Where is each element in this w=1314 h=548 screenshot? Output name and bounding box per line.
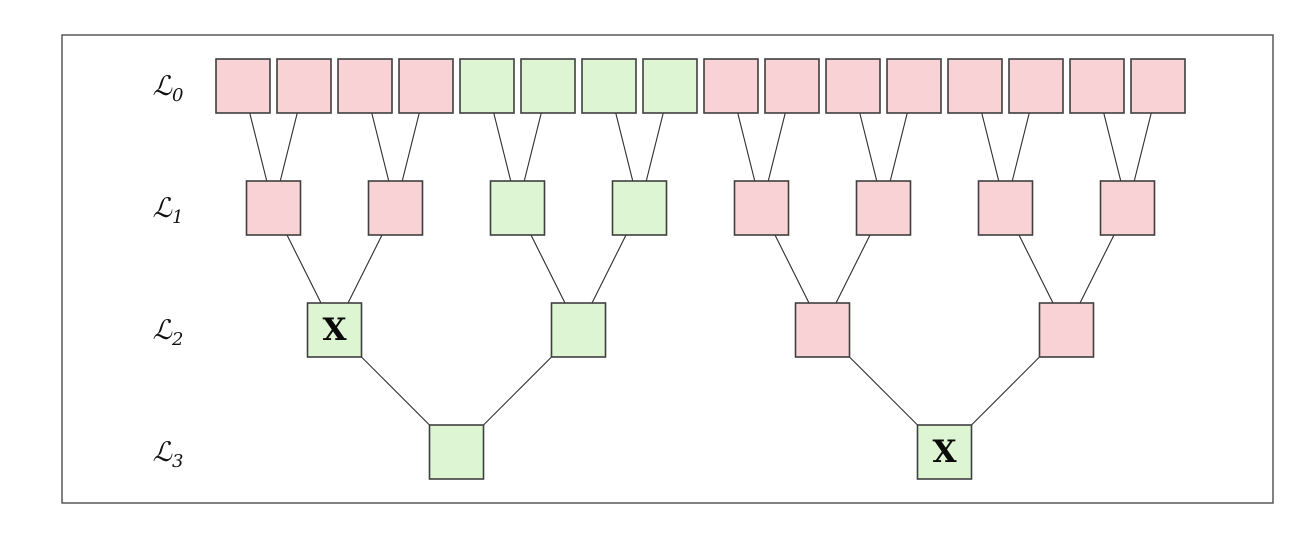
node-l0-5-green (520, 58, 576, 114)
node-l3-1-green (916, 424, 973, 480)
node-mark-l3-1: X (932, 434, 957, 470)
node-l0-2-pink (337, 58, 393, 114)
node-l2-1-green (550, 302, 607, 358)
edge-l0-9-to-l1-4 (767, 112, 786, 182)
node-l1-2-green (489, 180, 546, 236)
edge-l1-0-to-l2-0 (286, 234, 322, 304)
node-l2-3-pink (1038, 302, 1095, 358)
node-l3-0-green (428, 424, 485, 480)
edge-l2-0-to-l3-0 (361, 356, 430, 426)
edge-l1-6-to-l2-3 (1018, 234, 1054, 304)
edge-l1-4-to-l2-2 (774, 234, 810, 304)
tree-nodes: XX (215, 58, 1186, 480)
edge-l0-10-to-l1-5 (859, 112, 878, 182)
edge-l0-3-to-l1-1 (401, 112, 420, 182)
edge-l0-12-to-l1-6 (981, 112, 1000, 182)
node-l1-4-pink (733, 180, 790, 236)
node-l1-6-pink (977, 180, 1034, 236)
node-l0-0-pink (215, 58, 271, 114)
edge-l0-6-to-l1-3 (615, 112, 634, 182)
level-label-l0: ℒ0 (153, 71, 184, 106)
node-l0-1-pink (276, 58, 332, 114)
tree-edges (249, 112, 1152, 426)
edge-l0-5-to-l1-2 (523, 112, 542, 182)
edge-l0-8-to-l1-4 (737, 112, 756, 182)
edge-l1-7-to-l2-3 (1079, 234, 1115, 304)
level-label-l2: ℒ2 (153, 315, 184, 350)
node-l1-5-pink (855, 180, 912, 236)
edge-l0-15-to-l1-7 (1133, 112, 1152, 182)
node-l1-0-pink (245, 180, 302, 236)
node-l2-2-pink (794, 302, 851, 358)
edge-l1-2-to-l2-1 (530, 234, 566, 304)
level-label-l3: ℒ3 (153, 437, 184, 472)
figure-frame (61, 34, 1274, 504)
node-l1-3-green (611, 180, 668, 236)
node-l0-10-pink (825, 58, 881, 114)
node-l0-13-pink (1008, 58, 1064, 114)
edge-l2-2-to-l3-1 (849, 356, 918, 426)
edge-l1-1-to-l2-0 (347, 234, 383, 304)
edge-l1-3-to-l2-1 (591, 234, 627, 304)
edge-l0-1-to-l1-0 (279, 112, 298, 182)
node-mark-l2-0: X (322, 312, 347, 348)
edge-l0-14-to-l1-7 (1103, 112, 1122, 182)
node-l0-6-green (581, 58, 637, 114)
edge-l0-2-to-l1-1 (371, 112, 390, 182)
node-l0-8-pink (703, 58, 759, 114)
node-l0-14-pink (1069, 58, 1125, 114)
level-label-l1: ℒ1 (153, 193, 184, 228)
node-l0-9-pink (764, 58, 820, 114)
node-l1-1-pink (367, 180, 424, 236)
node-l0-11-pink (886, 58, 942, 114)
node-l2-0-green (306, 302, 363, 358)
node-l0-15-pink (1130, 58, 1186, 114)
edge-l1-5-to-l2-2 (835, 234, 871, 304)
node-l0-12-pink (947, 58, 1003, 114)
edge-l0-11-to-l1-5 (889, 112, 908, 182)
edge-l0-13-to-l1-6 (1011, 112, 1030, 182)
node-l0-4-green (459, 58, 515, 114)
node-l0-3-pink (398, 58, 454, 114)
edge-l0-4-to-l1-2 (493, 112, 512, 182)
edge-l2-3-to-l3-1 (971, 356, 1040, 426)
edge-l2-1-to-l3-0 (483, 356, 552, 426)
node-l1-7-pink (1099, 180, 1156, 236)
node-l0-7-green (642, 58, 698, 114)
edge-l0-7-to-l1-3 (645, 112, 664, 182)
edge-l0-0-to-l1-0 (249, 112, 268, 182)
